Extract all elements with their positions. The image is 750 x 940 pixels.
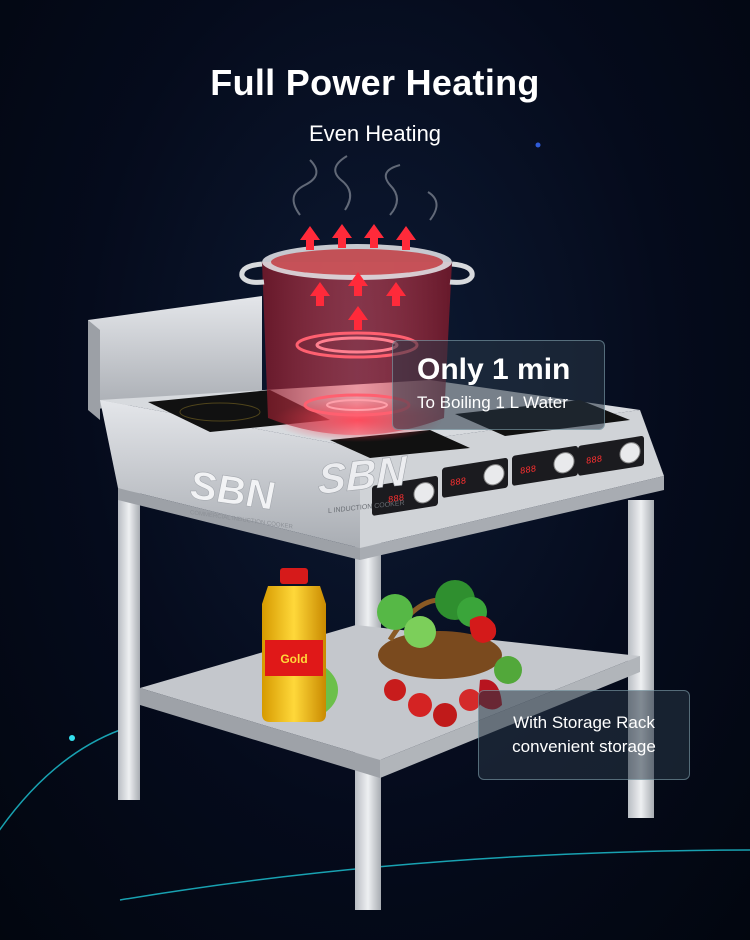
- accent-dot: [69, 735, 75, 741]
- accent-dot-blue: [535, 142, 541, 148]
- display-3: 888: [520, 463, 536, 476]
- vegetables-basket: [377, 580, 522, 727]
- oil-bottle: Gold: [262, 568, 326, 722]
- boil-time-callout: Only 1 min To Boiling 1 L Water: [392, 340, 605, 430]
- accent-arc: [0, 729, 121, 831]
- storage-callout: With Storage Rack convenient storage: [478, 690, 690, 780]
- heat-arrows: [300, 224, 416, 330]
- boil-time-subtitle: To Boiling 1 L Water: [417, 393, 568, 412]
- display-1: 888: [388, 492, 404, 505]
- logo-side: SBN COMMERCIAL INDUCTION COOKER: [190, 462, 294, 531]
- logo-front-text: SBN: [318, 447, 408, 503]
- oil-bottle-label: Gold: [280, 652, 307, 666]
- headline: Full Power Heating: [210, 62, 540, 103]
- accent-arc-bottom: [119, 849, 750, 901]
- subheadline: Even Heating: [308, 121, 442, 146]
- logo-side-text: SBN: [190, 462, 275, 519]
- boil-time-title: Only 1 min: [417, 353, 571, 386]
- leg-left-back: [118, 488, 140, 800]
- display-2: 888: [450, 475, 466, 488]
- cooker-side: [100, 400, 360, 548]
- control-panel: 888 888 888 888: [372, 435, 644, 516]
- storage-callout-line2: convenient storage: [512, 737, 656, 756]
- steam: [292, 155, 438, 221]
- storage-callout-line1: With Storage Rack: [513, 713, 655, 732]
- display-4: 888: [586, 453, 602, 466]
- backsplash: [88, 296, 262, 410]
